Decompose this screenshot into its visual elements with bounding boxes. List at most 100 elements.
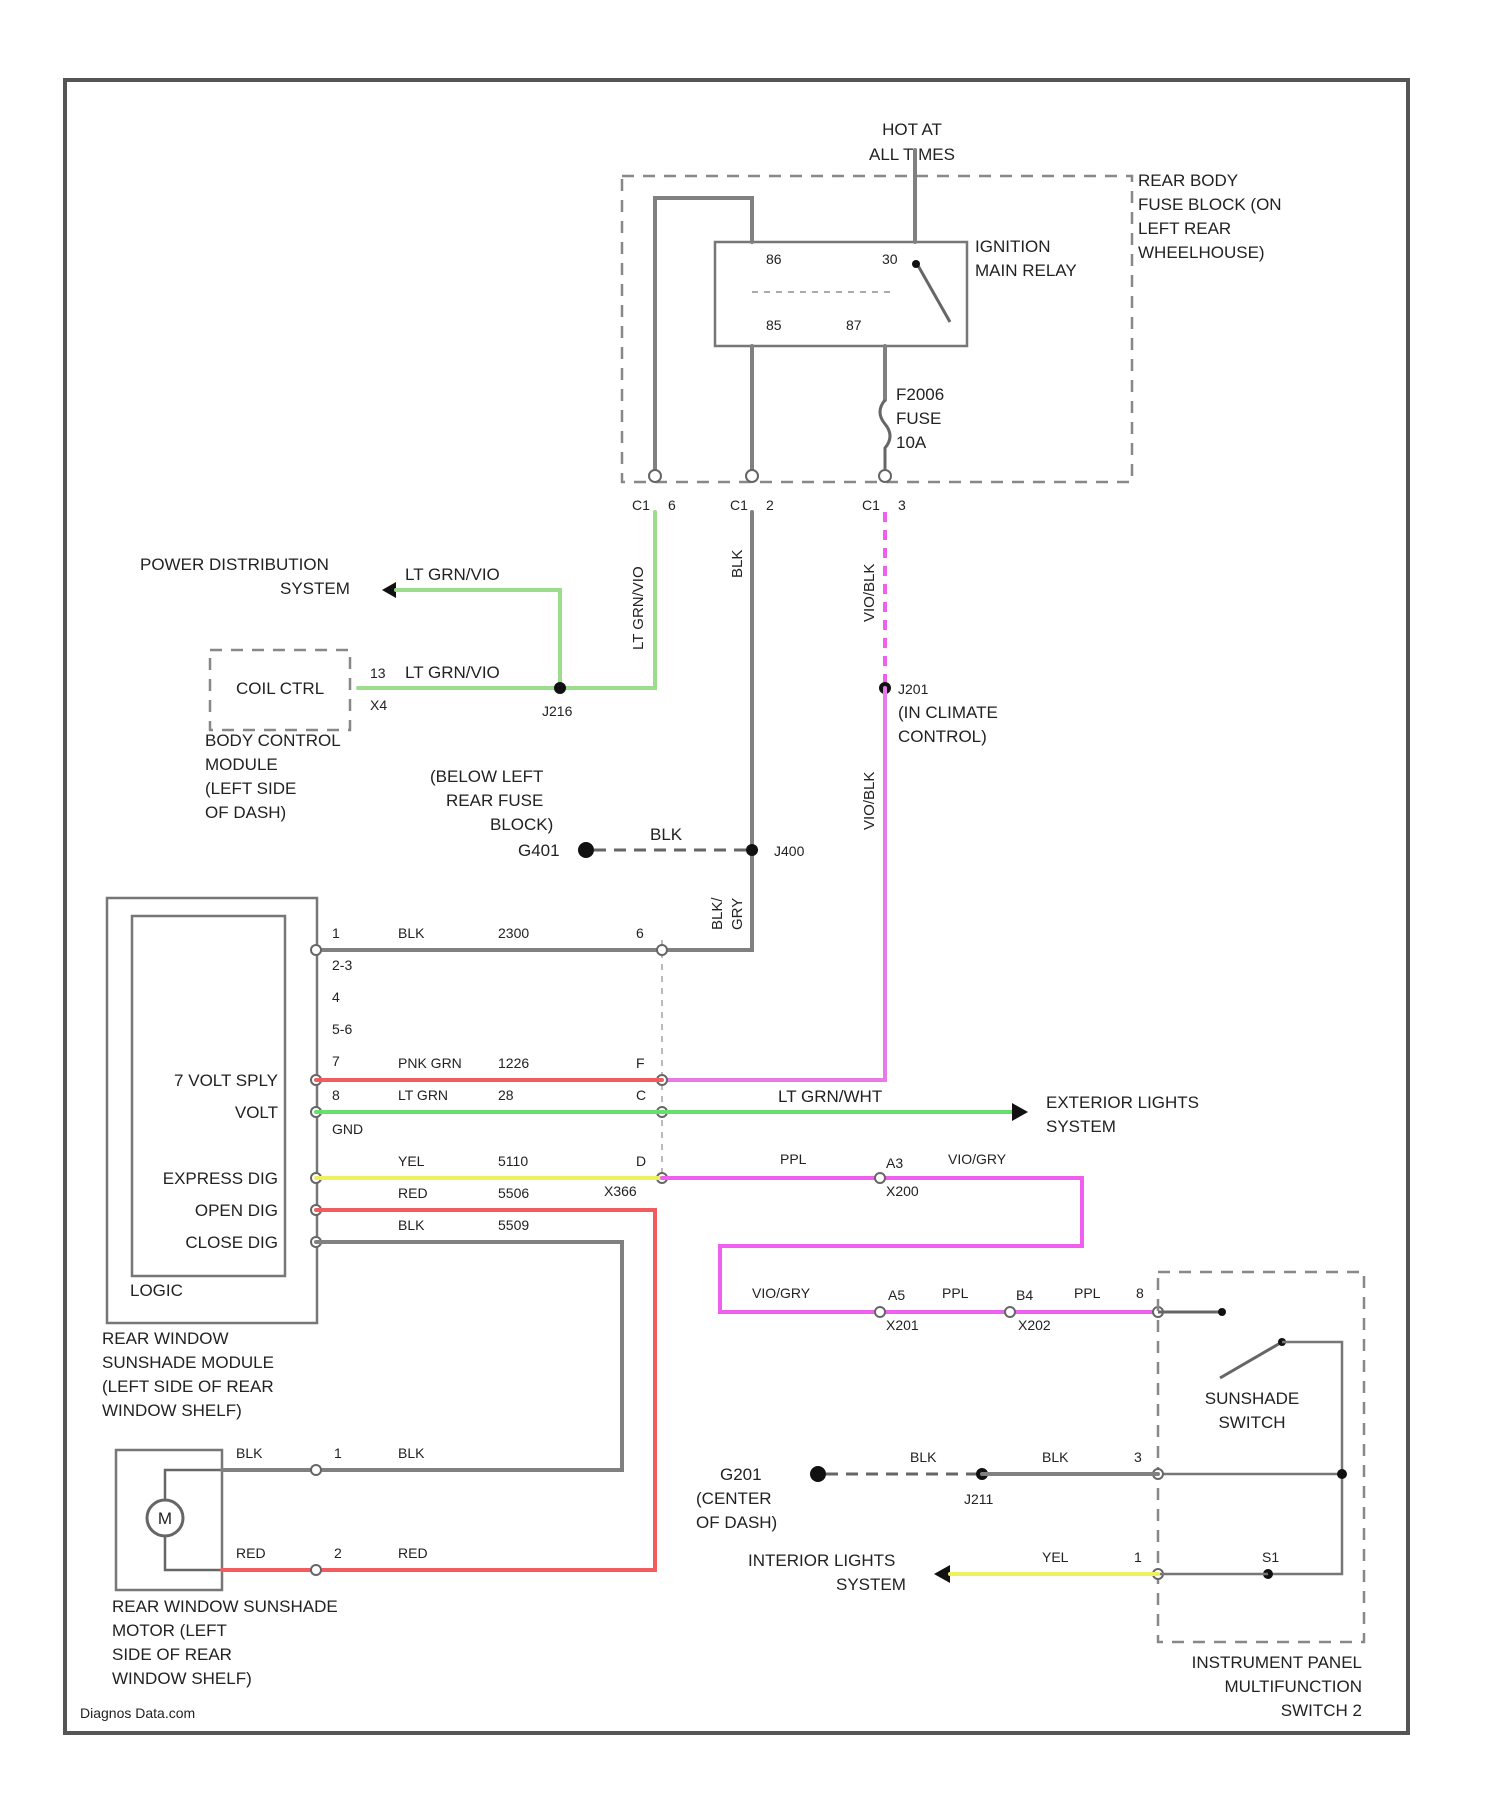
svg-text:MODULE: MODULE bbox=[205, 755, 278, 774]
ground-g401-id: G401 bbox=[518, 841, 560, 860]
svg-text:F2006: F2006 bbox=[896, 385, 944, 404]
fuse-label: F2006 FUSE 10A bbox=[896, 385, 944, 452]
svg-text:6: 6 bbox=[636, 925, 644, 941]
sunshade-module-name: REAR WINDOW SUNSHADE MODULE (LEFT SIDE O… bbox=[102, 1329, 274, 1420]
fuse-block-label: REAR BODY FUSE BLOCK (ON LEFT REAR WHEEL… bbox=[1138, 171, 1282, 262]
svg-text:3: 3 bbox=[1134, 1449, 1142, 1465]
interior-lights-label-line1: INTERIOR LIGHTS bbox=[748, 1551, 895, 1570]
vio-blk-wire-lower bbox=[316, 688, 885, 1080]
svg-text:2: 2 bbox=[334, 1545, 342, 1561]
vertical-wire-blk-label: BLK bbox=[729, 550, 746, 578]
relay-pin-87: 87 bbox=[846, 317, 862, 333]
svg-text:SIDE OF REAR: SIDE OF REAR bbox=[112, 1645, 232, 1664]
ground-g201 bbox=[810, 1466, 826, 1482]
splice-j211-label: J211 bbox=[964, 1491, 994, 1507]
svg-text:WHEELHOUSE): WHEELHOUSE) bbox=[1138, 243, 1265, 262]
svg-text:X200: X200 bbox=[886, 1183, 919, 1199]
splice-j216-label: J216 bbox=[542, 703, 573, 719]
sunshade-switch-label-line2: SWITCH bbox=[1218, 1413, 1285, 1432]
connector-x366-label: X366 bbox=[604, 1183, 637, 1199]
relay-86-feed-wire bbox=[655, 198, 752, 472]
hot-at-label-line2: ALL TIMES bbox=[869, 145, 955, 164]
svg-text:1226: 1226 bbox=[498, 1055, 529, 1071]
splice-j216 bbox=[554, 682, 566, 694]
svg-text:5110: 5110 bbox=[498, 1153, 528, 1169]
svg-text:FUSE: FUSE bbox=[896, 409, 941, 428]
svg-text:WINDOW SHELF): WINDOW SHELF) bbox=[112, 1669, 252, 1688]
power-distribution-wire-label: LT GRN/VIO bbox=[405, 565, 500, 584]
svg-text:D: D bbox=[636, 1153, 646, 1169]
blk-gry-wire-label-1: BLK/ bbox=[709, 897, 726, 930]
svg-text:REAR BODY: REAR BODY bbox=[1138, 171, 1238, 190]
svg-text:RED: RED bbox=[398, 1545, 428, 1561]
fuse-block-connector-c1: C1 6 C1 2 C1 3 bbox=[632, 470, 906, 513]
svg-text:YEL: YEL bbox=[398, 1153, 425, 1169]
multifunction-switch-outline bbox=[1158, 1272, 1364, 1642]
svg-text:7: 7 bbox=[332, 1053, 340, 1069]
svg-text:BLK: BLK bbox=[398, 1217, 425, 1233]
relay-label-line2: MAIN RELAY bbox=[975, 261, 1077, 280]
power-distribution-label-line1: POWER DISTRIBUTION bbox=[140, 555, 329, 574]
svg-text:BLK: BLK bbox=[398, 1445, 425, 1461]
close-blk-wire bbox=[316, 1242, 622, 1470]
splice-j400-label: J400 bbox=[774, 843, 805, 859]
switch-ground-wire-label: BLK bbox=[1042, 1449, 1069, 1465]
svg-text:RED: RED bbox=[236, 1545, 266, 1561]
svg-text:C1: C1 bbox=[862, 497, 880, 513]
svg-text:BLK: BLK bbox=[236, 1445, 263, 1461]
interior-lights-arrow bbox=[934, 1565, 950, 1583]
svg-text:REAR WINDOW SUNSHADE: REAR WINDOW SUNSHADE bbox=[112, 1597, 338, 1616]
ground-g401-wire-label: BLK bbox=[650, 825, 683, 844]
svg-text:2: 2 bbox=[766, 497, 774, 513]
svg-text:C1: C1 bbox=[730, 497, 748, 513]
bcm-pin-13: 13 bbox=[370, 665, 386, 681]
source-watermark: Diagnos Data.com bbox=[80, 1705, 195, 1721]
svg-text:4: 4 bbox=[332, 989, 340, 1005]
splice-j400 bbox=[746, 844, 758, 856]
svg-text:FUSE BLOCK (ON: FUSE BLOCK (ON bbox=[1138, 195, 1282, 214]
interior-lights-label-line2: SYSTEM bbox=[836, 1575, 906, 1594]
blk-main-wire bbox=[316, 512, 752, 950]
svg-text:MULTIFUNCTION: MULTIFUNCTION bbox=[1224, 1677, 1362, 1696]
motor-wire-labels: BLK 1 BLK RED 2 RED bbox=[236, 1445, 428, 1561]
power-distribution-arrow bbox=[382, 582, 396, 598]
ignition-main-relay bbox=[715, 242, 967, 346]
ground-g401 bbox=[578, 842, 594, 858]
svg-text:(LEFT SIDE: (LEFT SIDE bbox=[205, 779, 296, 798]
lt-grn-vio-main-wire bbox=[358, 512, 655, 688]
relay-contact-dot bbox=[912, 260, 920, 268]
svg-text:BODY CONTROL: BODY CONTROL bbox=[205, 731, 341, 750]
svg-text:VIO/GRY: VIO/GRY bbox=[948, 1151, 1007, 1167]
motor-connector-pins bbox=[311, 1465, 321, 1575]
ground-g201-id: G201 bbox=[720, 1465, 762, 1484]
multifunction-switch-name: INSTRUMENT PANEL MULTIFUNCTION SWITCH 2 bbox=[1192, 1653, 1362, 1720]
module-gnd-label: GND bbox=[332, 1121, 363, 1137]
climate-label-line1: (IN CLIMATE bbox=[898, 703, 998, 722]
exterior-lights-label-line1: EXTERIOR LIGHTS bbox=[1046, 1093, 1199, 1112]
svg-text:5-6: 5-6 bbox=[332, 1021, 352, 1037]
svg-text:8: 8 bbox=[332, 1087, 340, 1103]
relay-pin-30: 30 bbox=[882, 251, 898, 267]
power-distribution-label-line2: SYSTEM bbox=[280, 579, 350, 598]
fuse-f2006 bbox=[880, 400, 890, 472]
svg-text:A3: A3 bbox=[886, 1155, 903, 1171]
svg-text:B4: B4 bbox=[1016, 1287, 1033, 1303]
svg-text:1: 1 bbox=[332, 925, 340, 941]
svg-text:INSTRUMENT PANEL: INSTRUMENT PANEL bbox=[1192, 1653, 1362, 1672]
svg-text:A5: A5 bbox=[888, 1287, 905, 1303]
blk-gry-wire-label-2: GRY bbox=[729, 898, 746, 930]
svg-text:(LEFT SIDE OF REAR: (LEFT SIDE OF REAR bbox=[102, 1377, 274, 1396]
svg-text:WINDOW SHELF): WINDOW SHELF) bbox=[102, 1401, 242, 1420]
svg-text:1: 1 bbox=[334, 1445, 342, 1461]
sunshade-switch-label-line1: SUNSHADE bbox=[1205, 1389, 1299, 1408]
svg-text:VIO/GRY: VIO/GRY bbox=[752, 1285, 811, 1301]
svg-text:C1: C1 bbox=[632, 497, 650, 513]
sunshade-module-logic bbox=[132, 916, 285, 1276]
svg-text:PPL: PPL bbox=[1074, 1285, 1101, 1301]
svg-text:OF DASH): OF DASH) bbox=[205, 803, 286, 822]
relay-switch-contact bbox=[916, 262, 950, 322]
splice-j201-label: J201 bbox=[898, 681, 929, 697]
svg-text:X202: X202 bbox=[1018, 1317, 1051, 1333]
switch-led-pin: S1 bbox=[1262, 1549, 1279, 1565]
